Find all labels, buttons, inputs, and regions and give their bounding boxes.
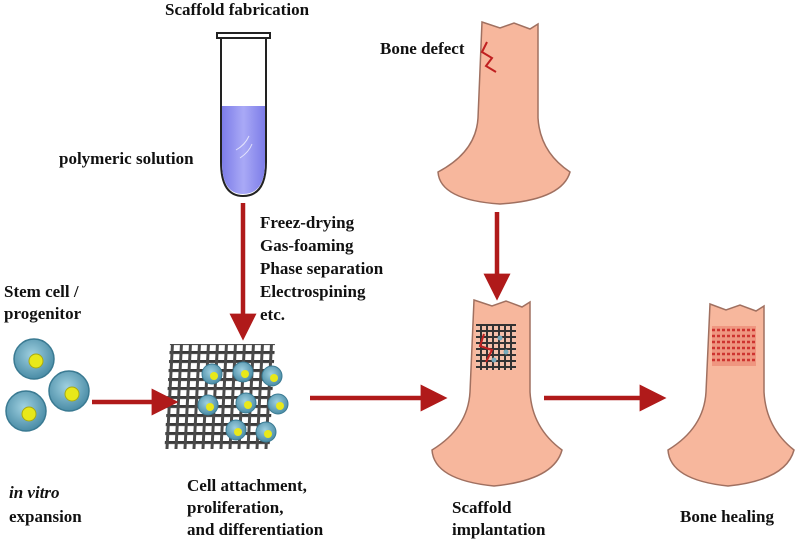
label-scaffold-fabrication: Scaffold fabrication: [165, 0, 310, 19]
method-item: Freez-drying: [260, 213, 355, 232]
bone-implanted-illustration: [431, 298, 563, 487]
seeded-cell: [235, 392, 257, 414]
label-bone-defect: Bone defect: [380, 39, 465, 58]
label-line: progenitor: [4, 304, 82, 323]
label-line: proliferation,: [187, 498, 284, 517]
method-item: Electrospining: [260, 282, 366, 301]
seeded-cell: [201, 363, 223, 385]
defect-crack: [480, 41, 497, 73]
label-line: Cell attachment,: [187, 476, 307, 495]
label-expansion: expansion: [9, 507, 82, 526]
polymer-solution-fill: [222, 106, 265, 194]
label-line: Stem cell /: [4, 282, 79, 301]
test-tube: [216, 32, 271, 198]
label-in-vitro-expansion: in vitro expansion: [9, 483, 82, 527]
label-line: and differentiation: [187, 520, 324, 539]
seeded-cell: [225, 419, 247, 441]
bone-defect-illustration: [437, 20, 571, 205]
seeded-cell: [267, 393, 289, 415]
seeded-cell: [232, 361, 254, 383]
stem-cell: [48, 370, 90, 412]
label-line: implantation: [452, 520, 546, 539]
label-scaffold-implantation: Scaffold implantation: [452, 498, 546, 540]
label-in-vitro: in vitro: [9, 483, 60, 502]
stem-cell: [5, 390, 47, 432]
label-cell-attachment: Cell attachment, proliferation, and diff…: [187, 476, 323, 540]
stem-cells: [5, 338, 90, 432]
scaffold-with-cells: [164, 344, 289, 449]
seeded-cell: [197, 394, 219, 416]
method-item: Gas-foaming: [260, 236, 354, 255]
label-stem-cell: Stem cell / progenitor: [4, 282, 81, 324]
method-item: Phase separation: [260, 259, 384, 278]
label-polymeric-solution: polymeric solution: [59, 149, 194, 168]
label-bone-healing: Bone healing: [680, 507, 774, 526]
method-item: etc.: [260, 305, 286, 324]
fabrication-methods: Freez-drying Gas-foaming Phase separatio…: [260, 213, 383, 325]
label-line: Scaffold: [452, 498, 512, 517]
bone-healed-illustration: [667, 302, 795, 487]
healing-tissue: [712, 326, 756, 366]
seeded-cell: [261, 365, 283, 387]
seeded-cell: [255, 421, 277, 443]
stem-cell: [13, 338, 55, 380]
